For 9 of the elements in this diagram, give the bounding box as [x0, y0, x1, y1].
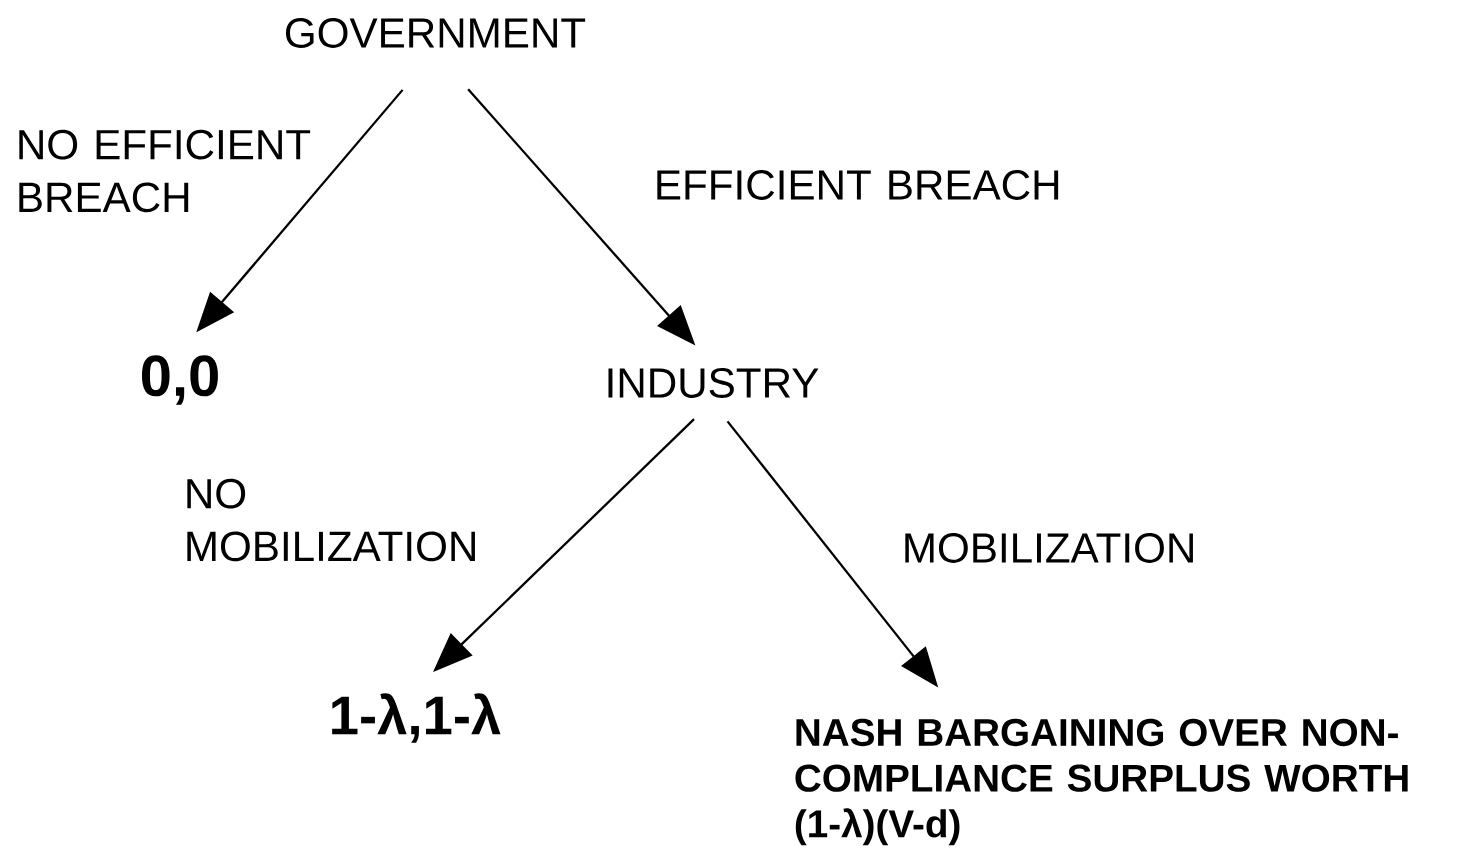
- player-label: GOVERNMENT: [286, 18, 586, 48]
- edge-label: NO EFFICIENT BREACH: [19, 129, 311, 213]
- payoff-label: 1-λ,1-λ: [332, 693, 501, 743]
- edge-label: MOBILIZATION: [905, 533, 1193, 563]
- edge-label: NO MOBILIZATION: [187, 478, 475, 562]
- outcome-text: NASH BARGAINING OVER NON-COMPLIANCE SURPLUS WORTH (1-λ)(V-d): [795, 718, 1408, 846]
- payoff-label: 0,0: [142, 355, 218, 405]
- player-label: INDUSTRY: [608, 368, 819, 398]
- edge-label: EFFICIENT BREACH: [657, 170, 1059, 200]
